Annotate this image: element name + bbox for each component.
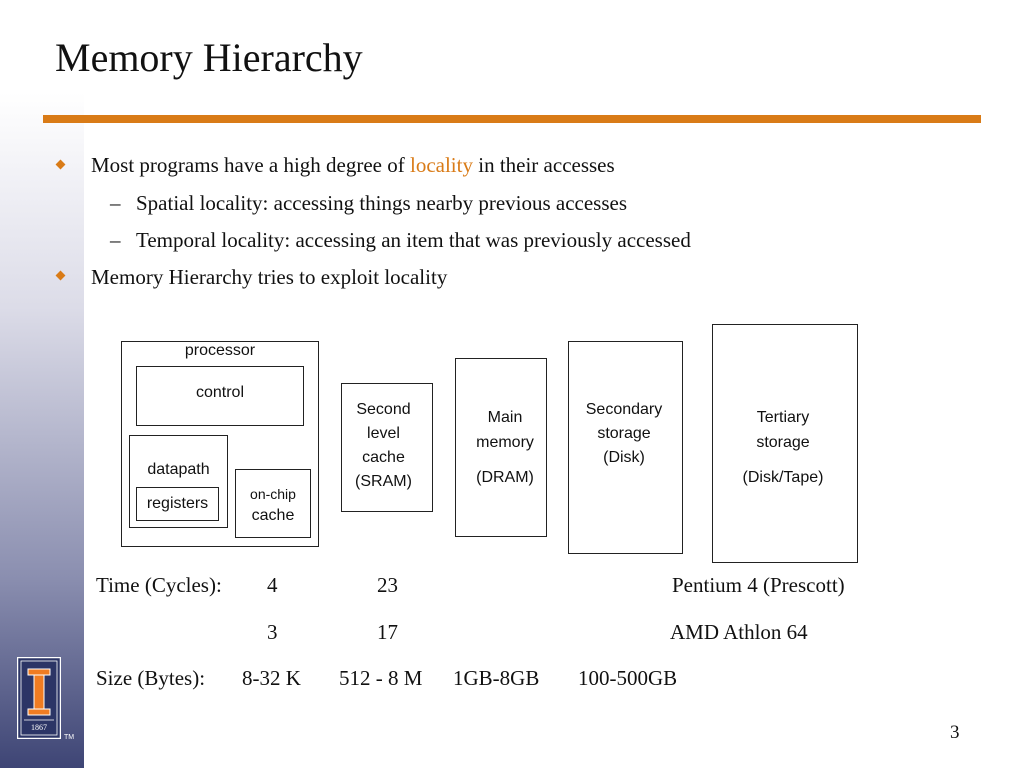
- main-memory-box: [455, 358, 547, 537]
- processor-label: processor: [184, 342, 256, 359]
- sub-bullet-spatial: Spatial locality: accessing things nearb…: [136, 191, 628, 215]
- l2-cache-label: level: [367, 425, 400, 442]
- l2-cache-label: Second: [356, 401, 411, 418]
- bullet-hierarchy: Memory Hierarchy tries to exploit locali…: [91, 265, 448, 289]
- bullet-text: in their accesses: [478, 153, 615, 177]
- size-label: Size (Bytes):: [96, 666, 206, 690]
- secondary-storage-box: [568, 341, 683, 554]
- l2-cache-box: [341, 383, 433, 512]
- secondary-storage-label: storage: [597, 425, 651, 442]
- time-label: Time (Cycles):: [96, 573, 222, 597]
- l2-cache-label: (SRAM): [355, 473, 412, 490]
- time-value: 23: [377, 573, 398, 597]
- tertiary-storage-label: storage: [756, 434, 810, 451]
- university-logo-icon: 1867: [17, 657, 61, 739]
- onchip-cache-label: on-chip: [250, 486, 296, 502]
- control-box: [136, 366, 304, 426]
- l2-cache-label: cache: [362, 449, 405, 466]
- tertiary-storage-label: Tertiary: [756, 409, 810, 426]
- logo-year: 1867: [31, 723, 47, 732]
- size-value: 100-500GB: [578, 666, 678, 690]
- datapath-label: datapath: [147, 461, 210, 478]
- main-memory-label: (DRAM): [476, 469, 534, 486]
- side-gradient-bar: [0, 0, 84, 768]
- onchip-cache-label: cache: [251, 507, 295, 524]
- cpu-name: AMD Athlon 64: [670, 620, 808, 644]
- main-memory-label: Main: [487, 409, 523, 426]
- main-memory-label: memory: [476, 434, 534, 451]
- cpu-name: Pentium 4 (Prescott): [672, 573, 845, 597]
- secondary-storage-label: Secondary: [585, 401, 663, 418]
- trademark-mark: TM: [64, 734, 75, 741]
- size-value: 512 - 8 M: [339, 666, 423, 690]
- time-value: 3: [267, 620, 278, 644]
- control-label: control: [195, 384, 245, 401]
- size-value: 1GB-8GB: [453, 666, 540, 690]
- locality-highlight: locality: [410, 153, 473, 177]
- secondary-storage-label: (Disk): [603, 449, 645, 466]
- tertiary-storage-label: (Disk/Tape): [742, 469, 824, 486]
- registers-box: [136, 487, 219, 521]
- time-value: 17: [377, 620, 398, 644]
- onchip-cache-box: [235, 469, 311, 538]
- bullet-locality: Most programs have a high degree of loca…: [91, 153, 615, 178]
- title-underline: [43, 115, 981, 123]
- time-value: 4: [267, 573, 278, 597]
- size-value: 8-32 K: [242, 666, 301, 690]
- registers-label: registers: [146, 495, 209, 512]
- sub-bullet-temporal: Temporal locality: accessing an item tha…: [136, 228, 691, 252]
- sub-bullet-dash: –: [110, 191, 121, 215]
- sub-bullet-dash: –: [110, 228, 121, 252]
- slide-title: Memory Hierarchy: [55, 35, 363, 80]
- page-number: 3: [950, 722, 960, 743]
- bullet-text: Most programs have a high degree of: [91, 153, 405, 177]
- tertiary-storage-box: [712, 324, 858, 563]
